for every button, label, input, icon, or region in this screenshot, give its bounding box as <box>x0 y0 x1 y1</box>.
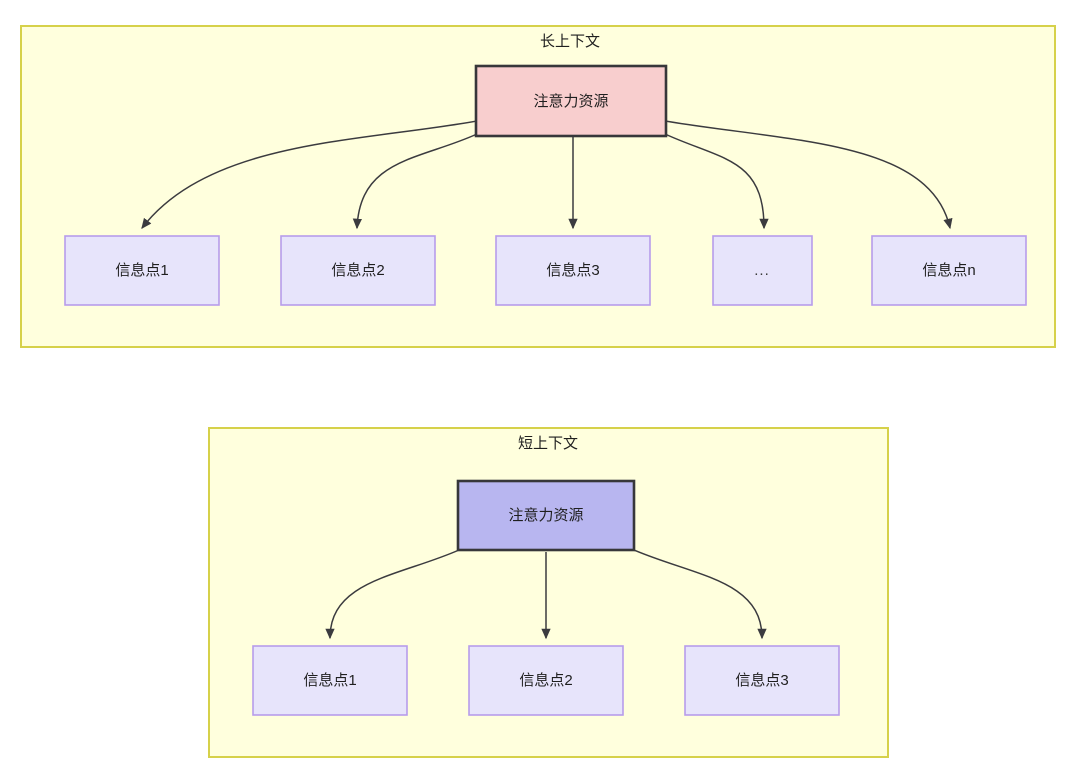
edge-root-to-leaf-1 <box>325 549 460 640</box>
short-context-leaf-3[interactable]: 信息点3 <box>684 645 840 716</box>
short-context-title: 短上下文 <box>518 435 578 452</box>
long-context-leaf-2[interactable]: 信息点2 <box>280 235 436 306</box>
attention-resource-label-long: 注意力资源 <box>533 92 608 110</box>
long-context-title: 长上下文 <box>540 33 600 50</box>
leaf-box[interactable] <box>495 235 651 306</box>
edge-root-to-leaf-2 <box>352 133 478 230</box>
leaf-label: 信息点n <box>922 262 975 279</box>
long-context-leaf-1[interactable]: 信息点1 <box>64 235 220 306</box>
short-context-root-node[interactable]: 注意力资源 <box>456 479 636 552</box>
leaf-box[interactable] <box>64 235 220 306</box>
attention-resource-box-blue[interactable] <box>456 479 636 552</box>
long-context-edges <box>141 120 953 230</box>
leaf-label: 信息点1 <box>115 262 168 279</box>
short-context-leaf-2[interactable]: 信息点2 <box>468 645 624 716</box>
section-short-context: 短上下文 注意力资源 信息点1 信息点2 <box>208 427 889 758</box>
leaf-box[interactable] <box>871 235 1027 306</box>
leaf-box[interactable] <box>252 645 408 716</box>
leaf-label: 信息点1 <box>303 672 356 689</box>
edge-root-to-leaf-4 <box>664 133 769 230</box>
leaf-label: 信息点3 <box>546 262 599 279</box>
attention-resource-box-pink[interactable] <box>474 64 668 138</box>
long-context-leaf-ellipsis[interactable]: ... <box>712 235 813 306</box>
leaf-box[interactable] <box>280 235 436 306</box>
edge-root-to-leaf-5 <box>664 120 953 230</box>
leaf-label: ... <box>754 262 770 279</box>
leaf-label: 信息点2 <box>331 262 384 279</box>
leaf-box[interactable] <box>712 235 813 306</box>
leaf-box[interactable] <box>684 645 840 716</box>
edge-root-to-leaf-1 <box>141 120 478 229</box>
short-context-edges <box>325 549 767 640</box>
attention-resource-label-short: 注意力资源 <box>508 506 583 524</box>
short-context-leaf-1[interactable]: 信息点1 <box>252 645 408 716</box>
leaf-label: 信息点3 <box>735 672 788 689</box>
edge-root-to-leaf-3 <box>633 549 767 640</box>
leaf-label: 信息点2 <box>519 672 572 689</box>
long-context-root-node[interactable]: 注意力资源 <box>474 64 668 138</box>
leaf-box[interactable] <box>468 645 624 716</box>
long-context-leaf-3[interactable]: 信息点3 <box>495 235 651 306</box>
section-long-context: 长上下文 注意力资源 信息点1 信息点2 <box>20 25 1056 348</box>
long-context-leaf-n[interactable]: 信息点n <box>871 235 1027 306</box>
